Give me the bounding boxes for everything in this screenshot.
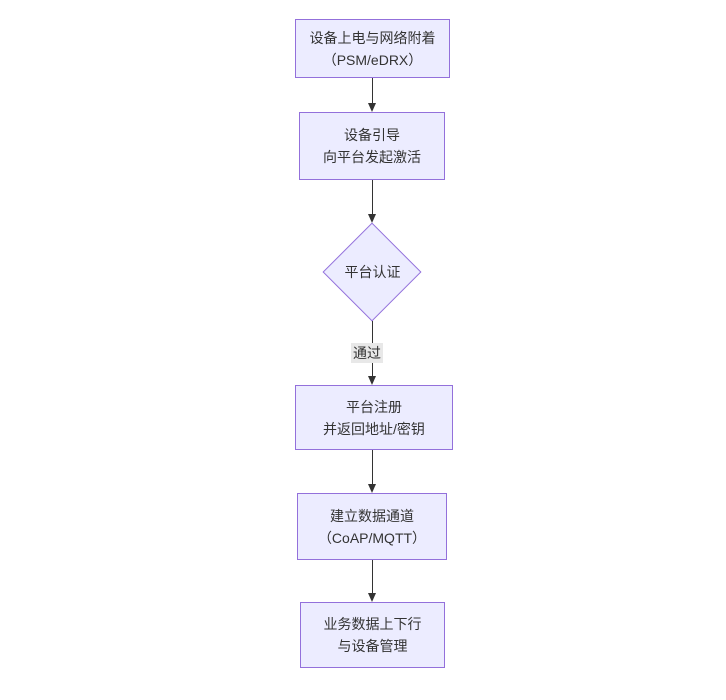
node-bootstrap-line2: 向平台发起激活 <box>323 149 421 165</box>
node-business: 业务数据上下行 与设备管理 <box>300 602 445 668</box>
arrowhead-icon <box>368 593 376 602</box>
arrowhead-icon <box>368 376 376 385</box>
node-channel-line1: 建立数据通道 <box>330 507 414 524</box>
node-auth-label: 平台认证 <box>344 264 401 280</box>
node-channel-line2: （CoAP/MQTT） <box>317 529 427 546</box>
arrow-shaft <box>372 78 373 105</box>
node-register-line2: 并返回地址/密钥 <box>323 420 425 437</box>
arrow-shaft <box>372 450 373 486</box>
arrow-shaft <box>372 180 373 216</box>
node-register-line1: 平台注册 <box>346 398 402 415</box>
node-power-attach: 设备上电与网络附着 （PSM/eDRX） <box>295 19 450 78</box>
arrow-bootstrap-to-auth <box>368 180 376 223</box>
arrow-channel-to-business <box>368 560 376 602</box>
arrow-power-to-bootstrap <box>368 78 376 112</box>
node-business-line1: 业务数据上下行 <box>323 616 422 632</box>
arrowhead-icon <box>368 214 376 223</box>
node-power-attach-line1: 设备上电与网络附着 <box>309 29 436 46</box>
node-power-attach-line2: （PSM/eDRX） <box>322 51 423 68</box>
node-register: 平台注册 并返回地址/密钥 <box>295 385 453 450</box>
node-bootstrap: 设备引导 向平台发起激活 <box>299 112 445 180</box>
arrow-shaft <box>372 560 373 595</box>
edge-label-pass: 通过 <box>351 343 383 363</box>
arrow-register-to-channel <box>368 450 376 493</box>
node-bootstrap-line1: 设备引导 <box>344 127 400 143</box>
arrowhead-icon <box>368 103 376 112</box>
arrowhead-icon <box>368 484 376 493</box>
node-business-line2: 与设备管理 <box>337 638 408 654</box>
node-channel: 建立数据通道 （CoAP/MQTT） <box>297 493 447 560</box>
